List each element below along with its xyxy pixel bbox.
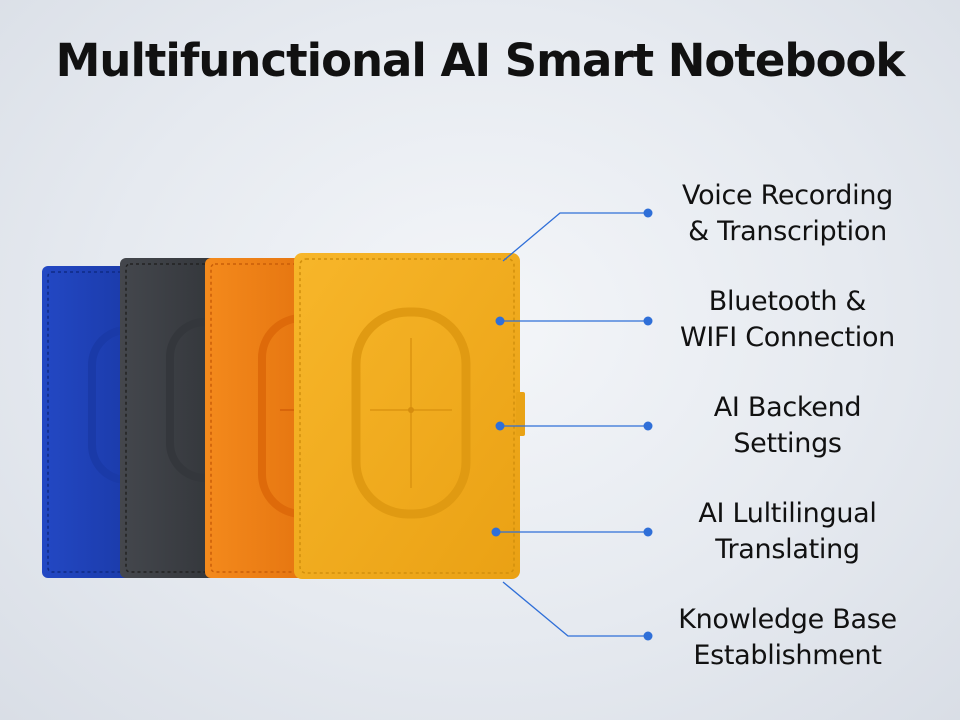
feature-label-line: Translating bbox=[715, 534, 860, 565]
feature-voice-recording: Voice Recording & Transcription bbox=[650, 178, 925, 250]
callout-line-voice bbox=[502, 212, 648, 262]
feature-label-line: & Transcription bbox=[688, 216, 887, 247]
feature-label-line: Knowledge Base bbox=[678, 604, 897, 635]
page-title: Multifunctional AI Smart Notebook bbox=[55, 34, 906, 87]
feature-bluetooth-wifi: Bluetooth & WIFI Connection bbox=[650, 284, 925, 356]
feature-label-line: Bluetooth & bbox=[708, 286, 867, 317]
feature-knowledge-base: Knowledge Base Establishment bbox=[650, 602, 925, 674]
feature-label-line: Voice Recording bbox=[682, 180, 893, 211]
feature-label-line: WIFI Connection bbox=[679, 322, 895, 353]
feature-ai-translating: AI Lultilingual Translating bbox=[650, 496, 925, 568]
callout-lines bbox=[496, 212, 648, 637]
feature-label-line: AI Backend bbox=[713, 392, 862, 423]
callout-line-knowledge bbox=[502, 581, 648, 637]
feature-ai-backend: AI Backend Settings bbox=[650, 390, 925, 462]
callout-dots bbox=[491, 208, 653, 641]
feature-label-line: Settings bbox=[733, 428, 842, 459]
feature-label-line: AI Lultilingual bbox=[698, 498, 877, 529]
feature-label-line: Establishment bbox=[693, 640, 882, 671]
notebook-yellow bbox=[294, 253, 525, 579]
